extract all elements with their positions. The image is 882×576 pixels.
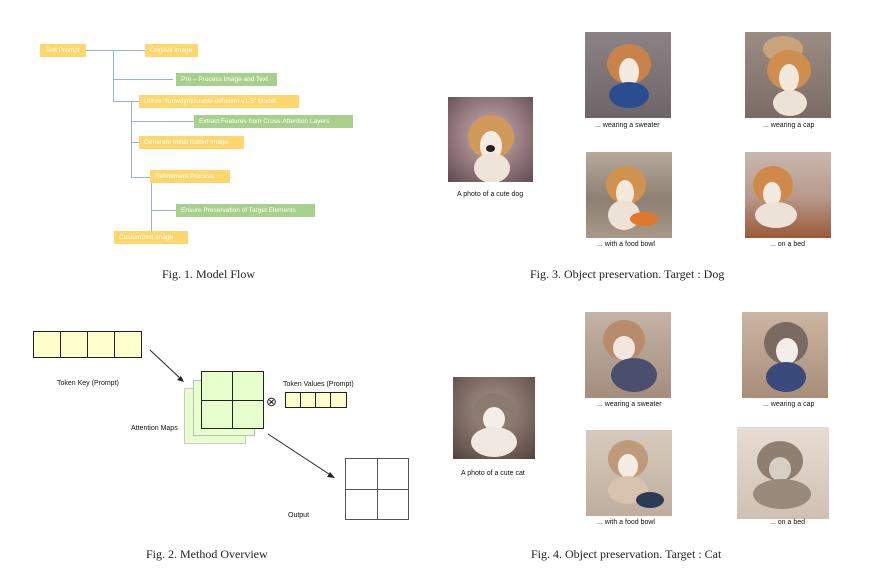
fig2-caption: Fig. 2. Method Overview <box>146 547 268 561</box>
output-label: Output <box>288 512 310 519</box>
cat-bowl-image <box>586 430 672 516</box>
cat-source-image <box>453 377 535 459</box>
token-values-cells <box>285 392 347 408</box>
token-key-label: Token Key (Prompt) <box>57 380 119 387</box>
cat-bowl-caption: ... with a food bowl <box>597 519 655 526</box>
dog-sweater-caption: ... wearing a sweater <box>595 122 660 129</box>
dog-source-caption: A photo of a cute dog <box>457 191 524 198</box>
token-key-cells <box>33 331 142 358</box>
cat-bed-image <box>737 427 829 519</box>
connector <box>151 210 177 211</box>
connector <box>131 142 139 143</box>
cat-bed-caption: ... on a bed <box>770 519 806 526</box>
connector <box>131 101 132 178</box>
dog-bowl-image <box>586 152 672 238</box>
cat-sweater-image <box>585 312 671 398</box>
dog-sweater-image <box>585 32 671 118</box>
flow-ensure: Ensure Preservation of Target Elements <box>176 204 315 217</box>
connector <box>131 177 151 178</box>
fig3-caption: Fig. 3. Object preservation. Target : Do… <box>530 267 725 281</box>
fig4-caption: Fig. 4. Object preservation. Target : Ca… <box>531 547 722 561</box>
dog-source-image <box>448 97 533 182</box>
output-grid <box>345 458 409 520</box>
flow-extract: Extract Features from Cross-Attention La… <box>194 115 353 128</box>
cat-cap-caption: ... wearing a cap <box>763 401 815 408</box>
connector <box>86 50 146 51</box>
cat-sweater-caption: ... wearing a sweater <box>597 401 662 408</box>
token-values-label: Token Values (Prompt) <box>283 381 354 388</box>
multiply-operator: ⊗ <box>266 394 277 409</box>
flow-model: Utilize "runwayml/stable-diffusion-v1-5"… <box>139 95 299 108</box>
connector <box>113 101 139 102</box>
fig1-caption: Fig. 1. Model Flow <box>162 267 256 281</box>
connector <box>113 50 114 102</box>
flow-customized: Customized Image <box>114 231 188 244</box>
cat-source-caption: A photo of a cute cat <box>461 470 525 477</box>
dog-bed-image <box>745 152 831 238</box>
dog-bowl-caption: ... with a food bowl <box>597 241 655 248</box>
flow-text-prompt: Text Prompt <box>40 44 86 57</box>
flow-original-image: Original Image <box>145 44 198 57</box>
attention-map-front <box>201 371 264 429</box>
connector <box>113 79 173 80</box>
connector <box>151 177 152 235</box>
dog-bed-caption: ... on a bed <box>770 241 806 248</box>
dog-cap-image <box>745 32 831 118</box>
arrow-maps-to-output <box>267 433 335 478</box>
dog-cap-caption: ... wearing a cap <box>763 122 815 129</box>
flow-generate: Generate Initial Edited Image <box>139 136 244 149</box>
arrow-key-to-maps <box>149 349 184 382</box>
cat-cap-image <box>742 312 828 398</box>
flow-preprocess: Pre – Process Image and Text <box>176 73 277 86</box>
flow-refinement: Refinement Process <box>150 170 230 183</box>
attention-maps-label: Attention Maps <box>131 425 178 432</box>
connector <box>131 121 195 122</box>
